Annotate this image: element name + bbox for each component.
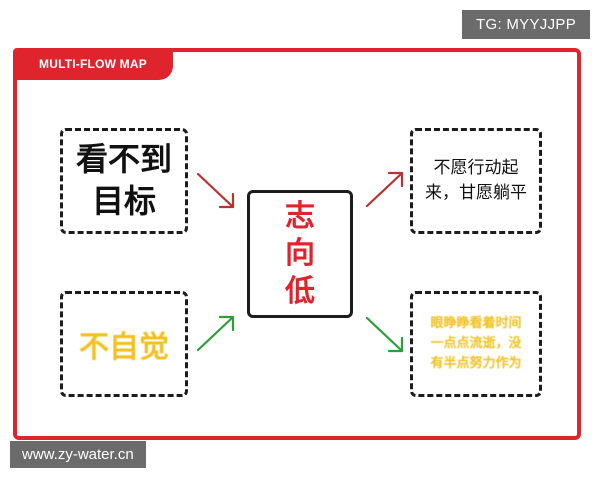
cause-box-top: 看不到 目标: [60, 128, 188, 234]
diagram-frame: [13, 48, 581, 440]
watermark-bottom: www.zy-water.cn: [10, 441, 146, 468]
effect-text-bottom: 眼睁睁看着时间 一点点流逝，没 有半点努力作为: [430, 315, 522, 372]
effect-box-top: 不愿行动起 来，甘愿躺平: [410, 128, 542, 234]
cause-text-bottom: 不自觉: [79, 330, 169, 365]
watermark-top: TG: MYYJJPP: [462, 10, 590, 39]
cause-text-top: 看不到 目标: [75, 140, 172, 220]
cause-box-bottom: 不自觉: [60, 291, 188, 397]
center-box: 志 向 低: [247, 190, 353, 318]
title-tab: MULTI-FLOW MAP: [13, 48, 173, 80]
effect-box-bottom: 眼睁睁看着时间 一点点流逝，没 有半点努力作为: [410, 291, 542, 397]
center-text: 志 向 低: [285, 198, 315, 309]
effect-text-top: 不愿行动起 来，甘愿躺平: [425, 157, 527, 204]
